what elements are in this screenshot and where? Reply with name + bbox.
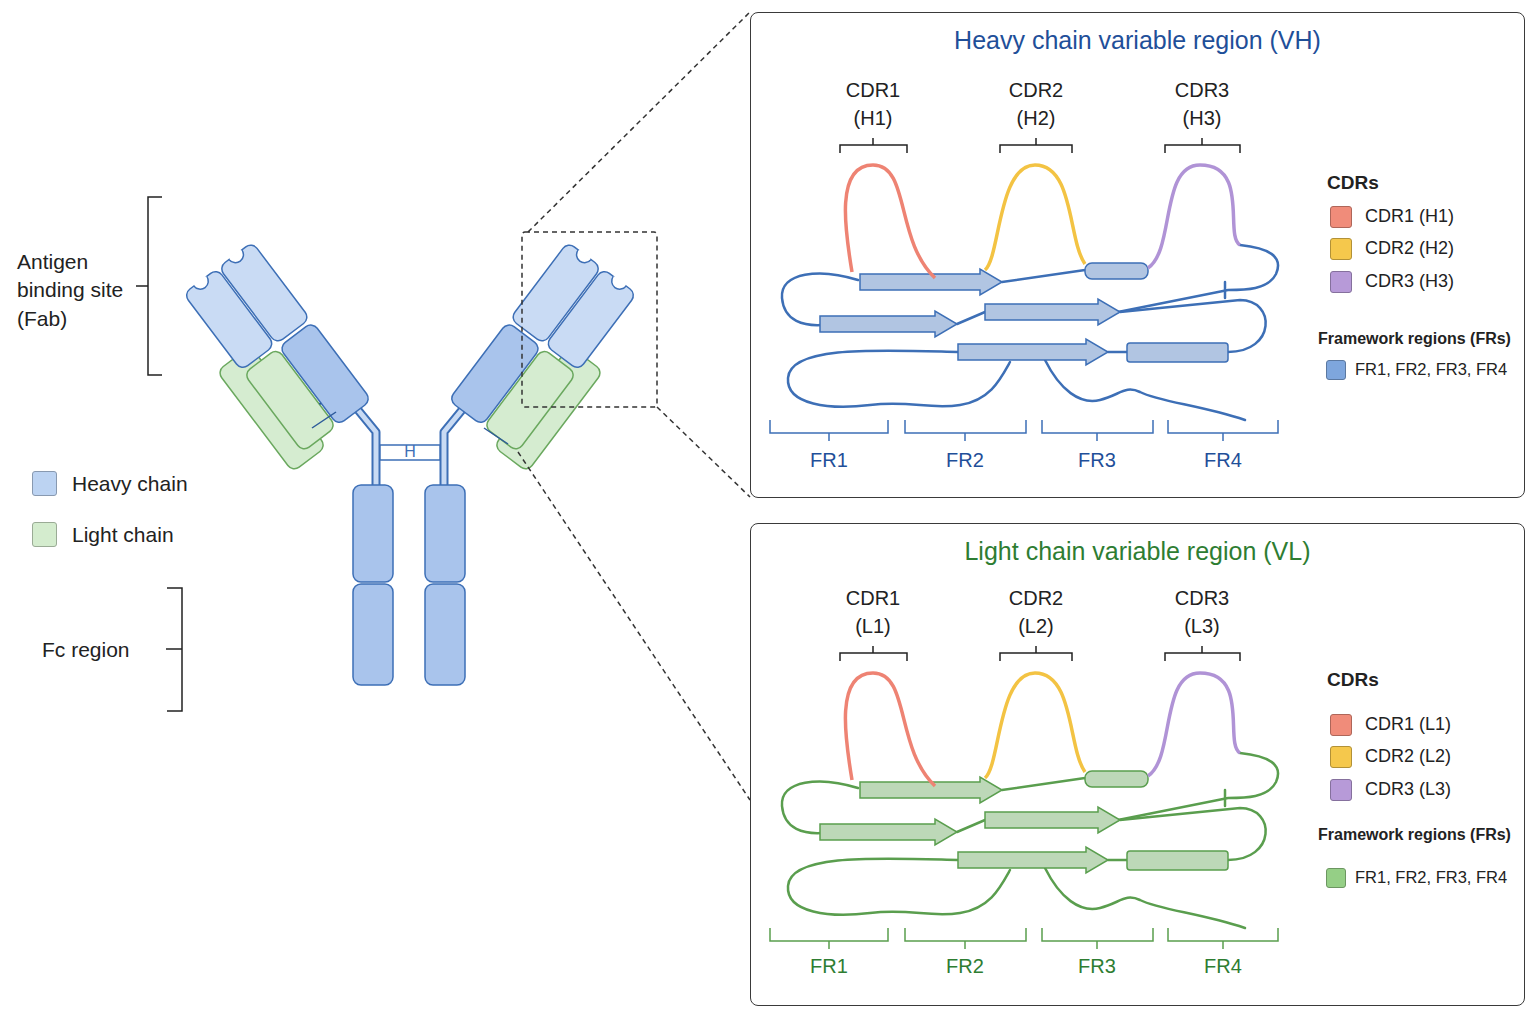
interchain-bond [319, 403, 321, 404]
part-label: Antigen binding site (Fab) [17, 248, 142, 333]
heavy-chain-link [444, 410, 462, 488]
fc-bracket [166, 588, 182, 711]
zoom-box [522, 232, 657, 407]
binding-notch [230, 250, 241, 258]
fab-bracket [136, 197, 162, 375]
ch1-domain [279, 322, 372, 426]
legend-text: CDR1 (L1) [1365, 713, 1451, 736]
legend-swatch [1330, 779, 1352, 801]
legend-heading: Framework regions (FRs) [1318, 328, 1522, 350]
ch3-domain [425, 584, 465, 685]
ch3-domain [353, 584, 393, 685]
fr-label: FR3 [1067, 447, 1127, 474]
vl-ribbon [770, 646, 1278, 949]
fr-label: FR4 [1193, 953, 1253, 980]
cdr-label: CDR3 (H3) [1166, 76, 1238, 132]
legend-swatch [1330, 714, 1352, 736]
cdr-label: CDR2 (H2) [1000, 76, 1072, 132]
binding-notch [229, 250, 247, 266]
legend-text: Light chain [72, 521, 174, 548]
legend-swatch [1330, 271, 1352, 293]
legend-heading: CDRs [1327, 170, 1427, 196]
legend-swatch [1326, 360, 1346, 380]
interchain-bond [312, 412, 336, 428]
heavy-chain-link [444, 410, 462, 488]
cdr-label: CDR3 (L3) [1166, 584, 1238, 640]
vh-domain [510, 242, 601, 344]
part-label: Fc region [42, 636, 152, 664]
fr-label: FR4 [1193, 447, 1253, 474]
fr-label: FR3 [1067, 953, 1127, 980]
legend-swatch [1330, 746, 1352, 768]
vh-domain [219, 242, 310, 344]
cdr-label: CDR1 (L1) [837, 584, 909, 640]
hinge [358, 410, 462, 488]
legend-text: CDR2 (L2) [1365, 745, 1451, 768]
legend-text: CDR1 (H1) [1365, 205, 1454, 228]
heavy-chain-link [358, 410, 376, 488]
legend-heading: Framework regions (FRs) [1318, 824, 1522, 846]
cdr-label: CDR2 (L2) [1000, 584, 1072, 640]
legend-swatch [32, 471, 57, 496]
ch1-domain [449, 322, 542, 426]
legend-swatch [1326, 868, 1346, 888]
legend-swatch [1330, 238, 1352, 260]
fr-label: FR2 [935, 953, 995, 980]
hinge-label: H [399, 441, 421, 463]
fr-label: FR1 [799, 447, 859, 474]
binding-notch [573, 250, 591, 266]
fr-label: FR2 [935, 447, 995, 474]
legend-text: FR1, FR2, FR3, FR4 [1355, 867, 1507, 888]
legend-text: FR1, FR2, FR3, FR4 [1355, 359, 1507, 380]
binding-notch [579, 250, 590, 258]
legend-text: Heavy chain [72, 470, 188, 497]
heavy-chain-link [358, 410, 376, 488]
binding-notch [609, 276, 627, 292]
binding-notch [194, 276, 212, 292]
vh-ribbon [770, 138, 1278, 441]
ch2-domain [353, 485, 393, 582]
legend-heading: CDRs [1327, 667, 1427, 693]
interchain-bond [484, 428, 508, 444]
binding-notch [195, 277, 206, 285]
fab-arm [443, 242, 653, 472]
legend-text: CDR2 (H2) [1365, 237, 1454, 260]
ch2-domain [425, 485, 465, 582]
fr-label: FR1 [799, 953, 859, 980]
legend-swatch [1330, 206, 1352, 228]
zoom-line [518, 12, 750, 800]
fab-arm [168, 242, 378, 472]
panel-title: Light chain variable region (VL) [751, 536, 1524, 566]
binding-notch [614, 277, 625, 285]
cdr-label: CDR1 (H1) [837, 76, 909, 132]
fc-domains [353, 485, 465, 685]
legend-text: CDR3 (L3) [1365, 778, 1451, 801]
panel-title: Heavy chain variable region (VH) [751, 25, 1524, 55]
legend-text: CDR3 (H3) [1365, 270, 1454, 293]
legend-swatch [32, 522, 57, 547]
